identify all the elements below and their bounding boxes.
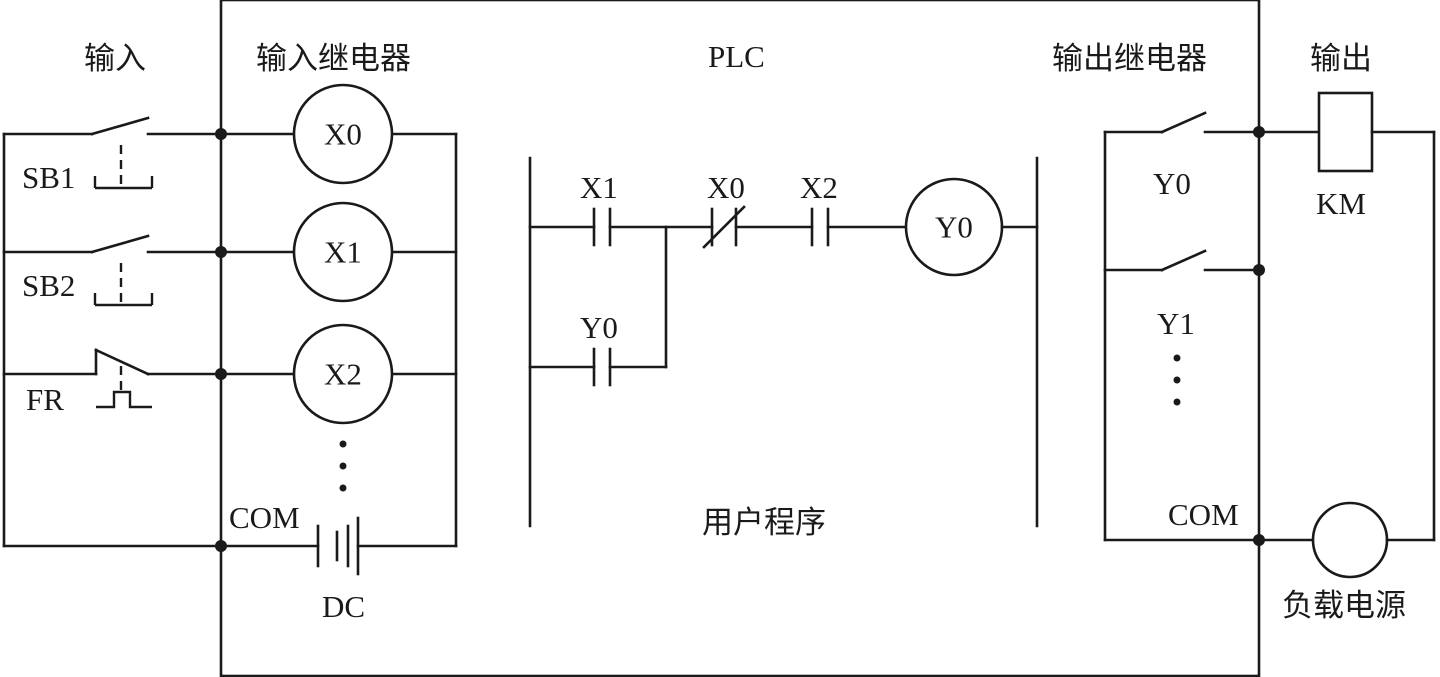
fr-label: FR (26, 382, 64, 417)
output-contact-y0 (1160, 111, 1207, 134)
fr-contact (94, 348, 150, 376)
output-header: 输出 (1310, 41, 1372, 77)
junction-dot (215, 368, 227, 380)
junction-dot (215, 540, 227, 552)
contact-x1-label: X1 (580, 170, 618, 205)
output-circuit: KM 负载电源 (1257, 91, 1436, 624)
output-y1-label: Y1 (1157, 306, 1195, 341)
sb2-label: SB2 (22, 268, 75, 303)
contact-x2-label: X2 (800, 170, 838, 205)
input-relay-section: X0 X1 X2 COM DC (219, 83, 458, 624)
user-program-label: 用户程序 (702, 505, 826, 541)
input-coil-x0-label: X0 (324, 117, 362, 152)
dc-label: DC (322, 589, 365, 624)
km-coil (1317, 91, 1374, 173)
ladder-program: Y0 X1 X0 X2 Y0 用户程序 (528, 156, 1039, 541)
junction-dot (215, 128, 227, 140)
sb1-contact (90, 116, 150, 136)
fr-thermal-symbol (96, 390, 152, 409)
output-relay-section: Y0 Y1 COM (1103, 111, 1261, 542)
output-com-label: COM (1168, 497, 1239, 532)
load-power-label: 负载电源 (1282, 588, 1406, 624)
sb1-label: SB1 (22, 160, 75, 195)
input-com-label: COM (229, 500, 300, 535)
input-coil-x2-label: X2 (324, 357, 362, 392)
coil-y0-label: Y0 (935, 210, 973, 245)
input-coil-x0 (292, 83, 394, 185)
output-y0-label: Y0 (1153, 166, 1191, 201)
input-coil-x1 (292, 201, 394, 303)
input-relay-header: 输入继电器 (256, 41, 411, 77)
km-label: KM (1316, 186, 1366, 221)
plc-header: PLC (708, 39, 765, 74)
output-contact-y1 (1160, 249, 1207, 272)
contact-x0-label: X0 (707, 170, 745, 205)
output-relay-header: 输出继电器 (1052, 41, 1207, 77)
junction-dot (215, 246, 227, 258)
output-ellipsis-dots (1173, 354, 1181, 406)
input-ellipsis-dots (339, 440, 347, 492)
contact-y0-label: Y0 (580, 310, 618, 345)
plc-enclosure (219, 0, 1261, 677)
sb2-contact (90, 234, 150, 254)
input-header: 输入 (84, 41, 146, 77)
input-coil-x1-label: X1 (324, 235, 362, 270)
input-coil-x2 (292, 323, 394, 425)
load-power-source (1311, 501, 1389, 579)
input-circuit: SB1 SB2 FR (2, 116, 223, 548)
junction-dot (1253, 264, 1265, 276)
